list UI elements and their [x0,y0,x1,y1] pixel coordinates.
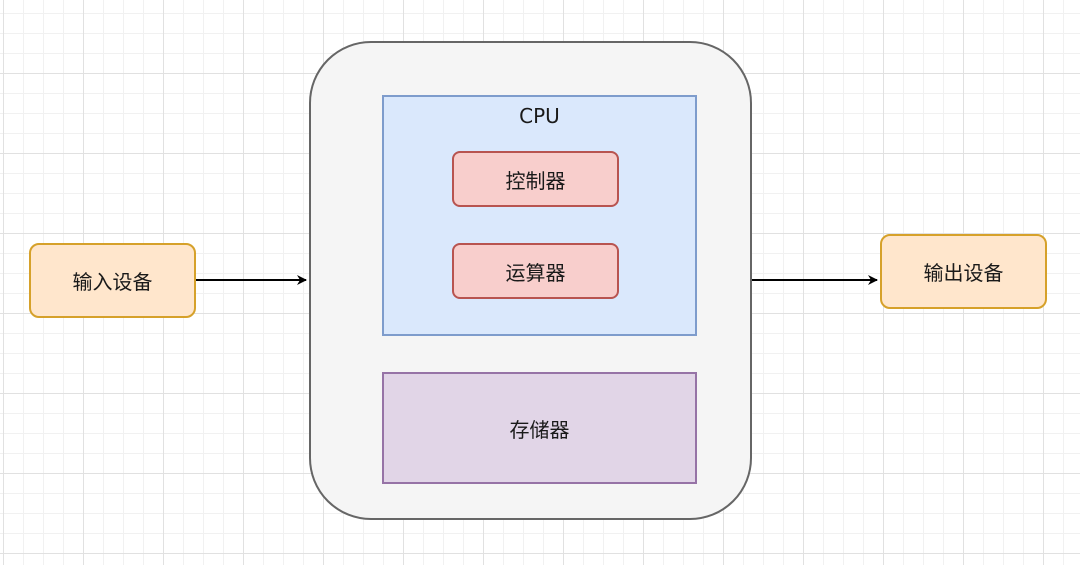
memory-label: 存储器 [509,417,570,442]
output-device-label: 输出设备 [923,261,1004,285]
alu-label: 运算器 [505,260,566,285]
controller-box: 控制器 [452,151,619,207]
alu-box: 运算器 [452,243,619,299]
input-device-box: 输入设备 [29,243,196,318]
input-device-label: 输入设备 [72,270,153,294]
cpu-label: CPU [519,104,560,128]
output-device-box: 输出设备 [880,234,1047,309]
memory-box: 存储器 [382,372,697,484]
controller-label: 控制器 [505,168,566,193]
